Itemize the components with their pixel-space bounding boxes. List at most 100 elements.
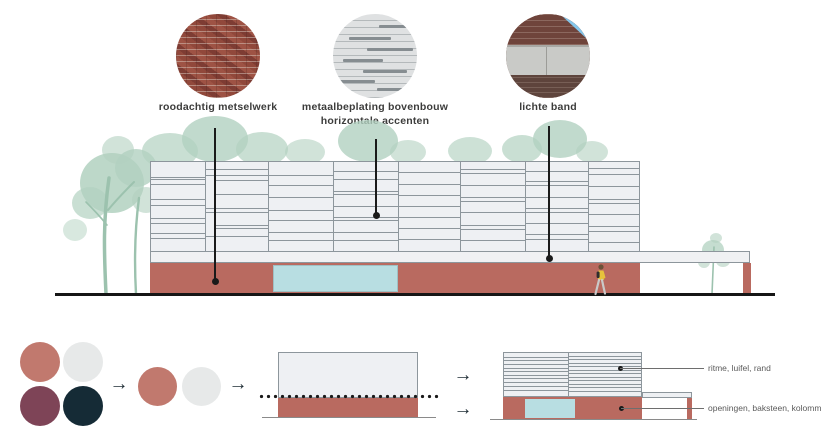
panel-line [504,386,568,387]
panel-line [151,233,205,234]
panel-line [334,179,398,180]
panel-line [399,228,460,229]
panel-line [334,240,398,241]
metal-slot [377,88,413,91]
panel-line [504,375,568,376]
metal-slot [367,48,413,51]
panel-line [569,387,641,388]
palette-swatch-light-gray [182,367,221,406]
panel-line [461,229,525,230]
mini-facade-bay [504,353,569,396]
panel-line [526,223,588,224]
panel-line [334,171,398,172]
palette-swatch-salmon [20,342,60,382]
panel-line [569,359,641,360]
band-callout-line [545,126,553,262]
panel-line [151,223,205,224]
palette-swatch-light-gray [63,342,103,382]
panel-line [399,206,460,207]
panel-line [399,195,460,196]
panel-line [216,236,268,237]
panel-line [206,212,215,213]
panel-line [334,217,398,218]
panel-line [589,242,639,243]
panel-line [589,174,639,175]
panel-line [461,201,525,202]
massing-diagram-split-dotted-line [258,394,440,399]
panel-line [461,212,525,213]
panel-line [569,373,641,374]
mini-elevation-upper-facade [503,352,642,397]
panel-line [589,186,639,187]
elevation-brick-column [743,263,751,294]
lower-annotation-label: openingen, baksteen, kolomm [708,403,822,413]
panel-line [216,175,268,176]
panel-line [151,177,205,178]
metal-slot [339,80,375,83]
mini-facade-bay [569,353,641,396]
panel-line [269,232,333,233]
upper-annotation-label: ritme, luifel, rand [708,363,771,373]
panel-line [461,240,525,241]
band-photo-panel-joint [546,47,548,76]
panel-line [569,370,641,371]
facade-bay [216,162,269,251]
panel-line [526,212,588,213]
panel-line [569,356,641,357]
panel-line [206,175,215,176]
lower-annotation-line [621,408,704,409]
panel-line [206,236,215,237]
panel-line [216,180,268,181]
panel-line [206,208,215,209]
panel-line [151,199,205,200]
facade-bay [461,162,526,251]
facade-bay [589,162,639,251]
arrow-right-icon: → [228,373,248,395]
panel-line [504,371,568,372]
massing-diagram-ground-line [262,417,436,418]
panel-line [526,171,588,172]
panel-line [526,181,588,182]
panel-line [526,185,588,186]
panel-line [151,218,205,219]
panel-line [569,363,641,364]
upper-annotation-line [620,368,704,369]
mini-elevation-glass-opening [525,399,575,418]
panel-line [526,197,588,198]
panel-line [269,210,333,211]
panel-line [504,368,568,369]
palette-swatch-salmon [138,367,177,406]
panel-line [589,231,639,232]
panel-line [399,184,460,185]
panel-line [461,197,525,198]
light-band-material-photo [506,14,590,98]
panel-line [399,239,460,240]
panel-line [461,185,525,186]
panel-line [526,239,588,240]
panel-line [216,169,268,170]
panel-line [334,194,398,195]
panel-line [589,226,639,227]
panel-line [216,225,268,226]
panel-line [569,384,641,385]
panel-line [589,199,639,200]
facade-bay [334,162,399,251]
panel-line [461,169,525,170]
panel-line [269,197,333,198]
mini-elevation-column [687,398,692,420]
palette-swatch-dark-navy [63,386,103,426]
panel-line [151,184,205,185]
panel-line [399,217,460,218]
panel-line [504,390,568,391]
panel-line [504,360,568,361]
panel-line [504,364,568,365]
panel-line [206,169,215,170]
panel-line [461,173,525,174]
panel-line [461,225,525,226]
panel-line [569,377,641,378]
arrow-right-icon: → [109,373,129,395]
panel-line [151,205,205,206]
palette-swatch-maroon [20,386,60,426]
